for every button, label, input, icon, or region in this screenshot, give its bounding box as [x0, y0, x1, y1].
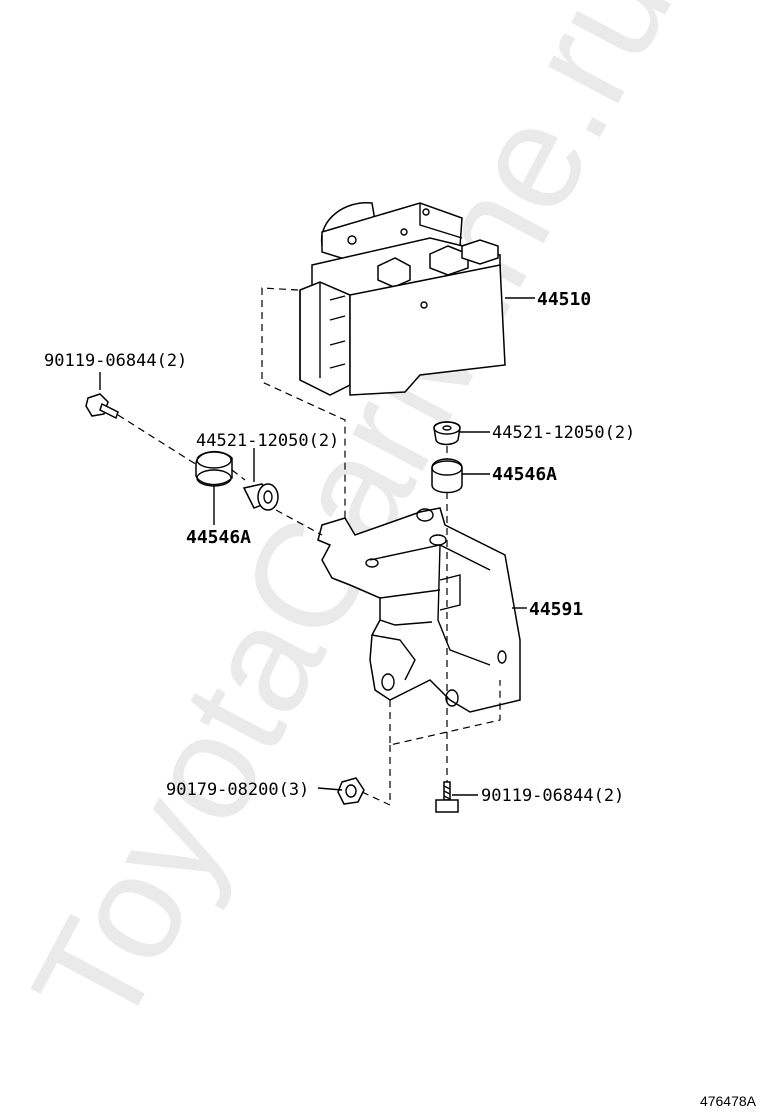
bolt-top-left — [85, 393, 119, 420]
label-44591: 44591 — [529, 599, 583, 620]
label-cushion-left: 44546A — [186, 527, 251, 548]
cushion-left — [195, 451, 233, 487]
label-bolt-top-left: 90119-06844(2) — [44, 351, 187, 371]
label-nut: 90179-08200(3) — [166, 780, 309, 800]
label-cushion-right: 44546A — [492, 464, 557, 485]
label-collar-left: 44521-12050(2) — [196, 431, 339, 451]
label-collar-right: 44521-12050(2) — [492, 423, 635, 443]
cushion-right — [431, 458, 463, 494]
collar-right — [433, 421, 461, 446]
bolt-bottom — [435, 781, 459, 813]
abs-actuator — [299, 202, 506, 396]
label-44510: 44510 — [537, 289, 591, 310]
figure-number: 476478A — [700, 1093, 757, 1109]
collar-left — [242, 483, 279, 511]
nut — [337, 777, 365, 805]
label-bolt-bottom: 90119-06844(2) — [481, 786, 624, 806]
bracket — [317, 507, 521, 713]
watermark: ToyotaCarMine.ru — [0, 0, 704, 1055]
